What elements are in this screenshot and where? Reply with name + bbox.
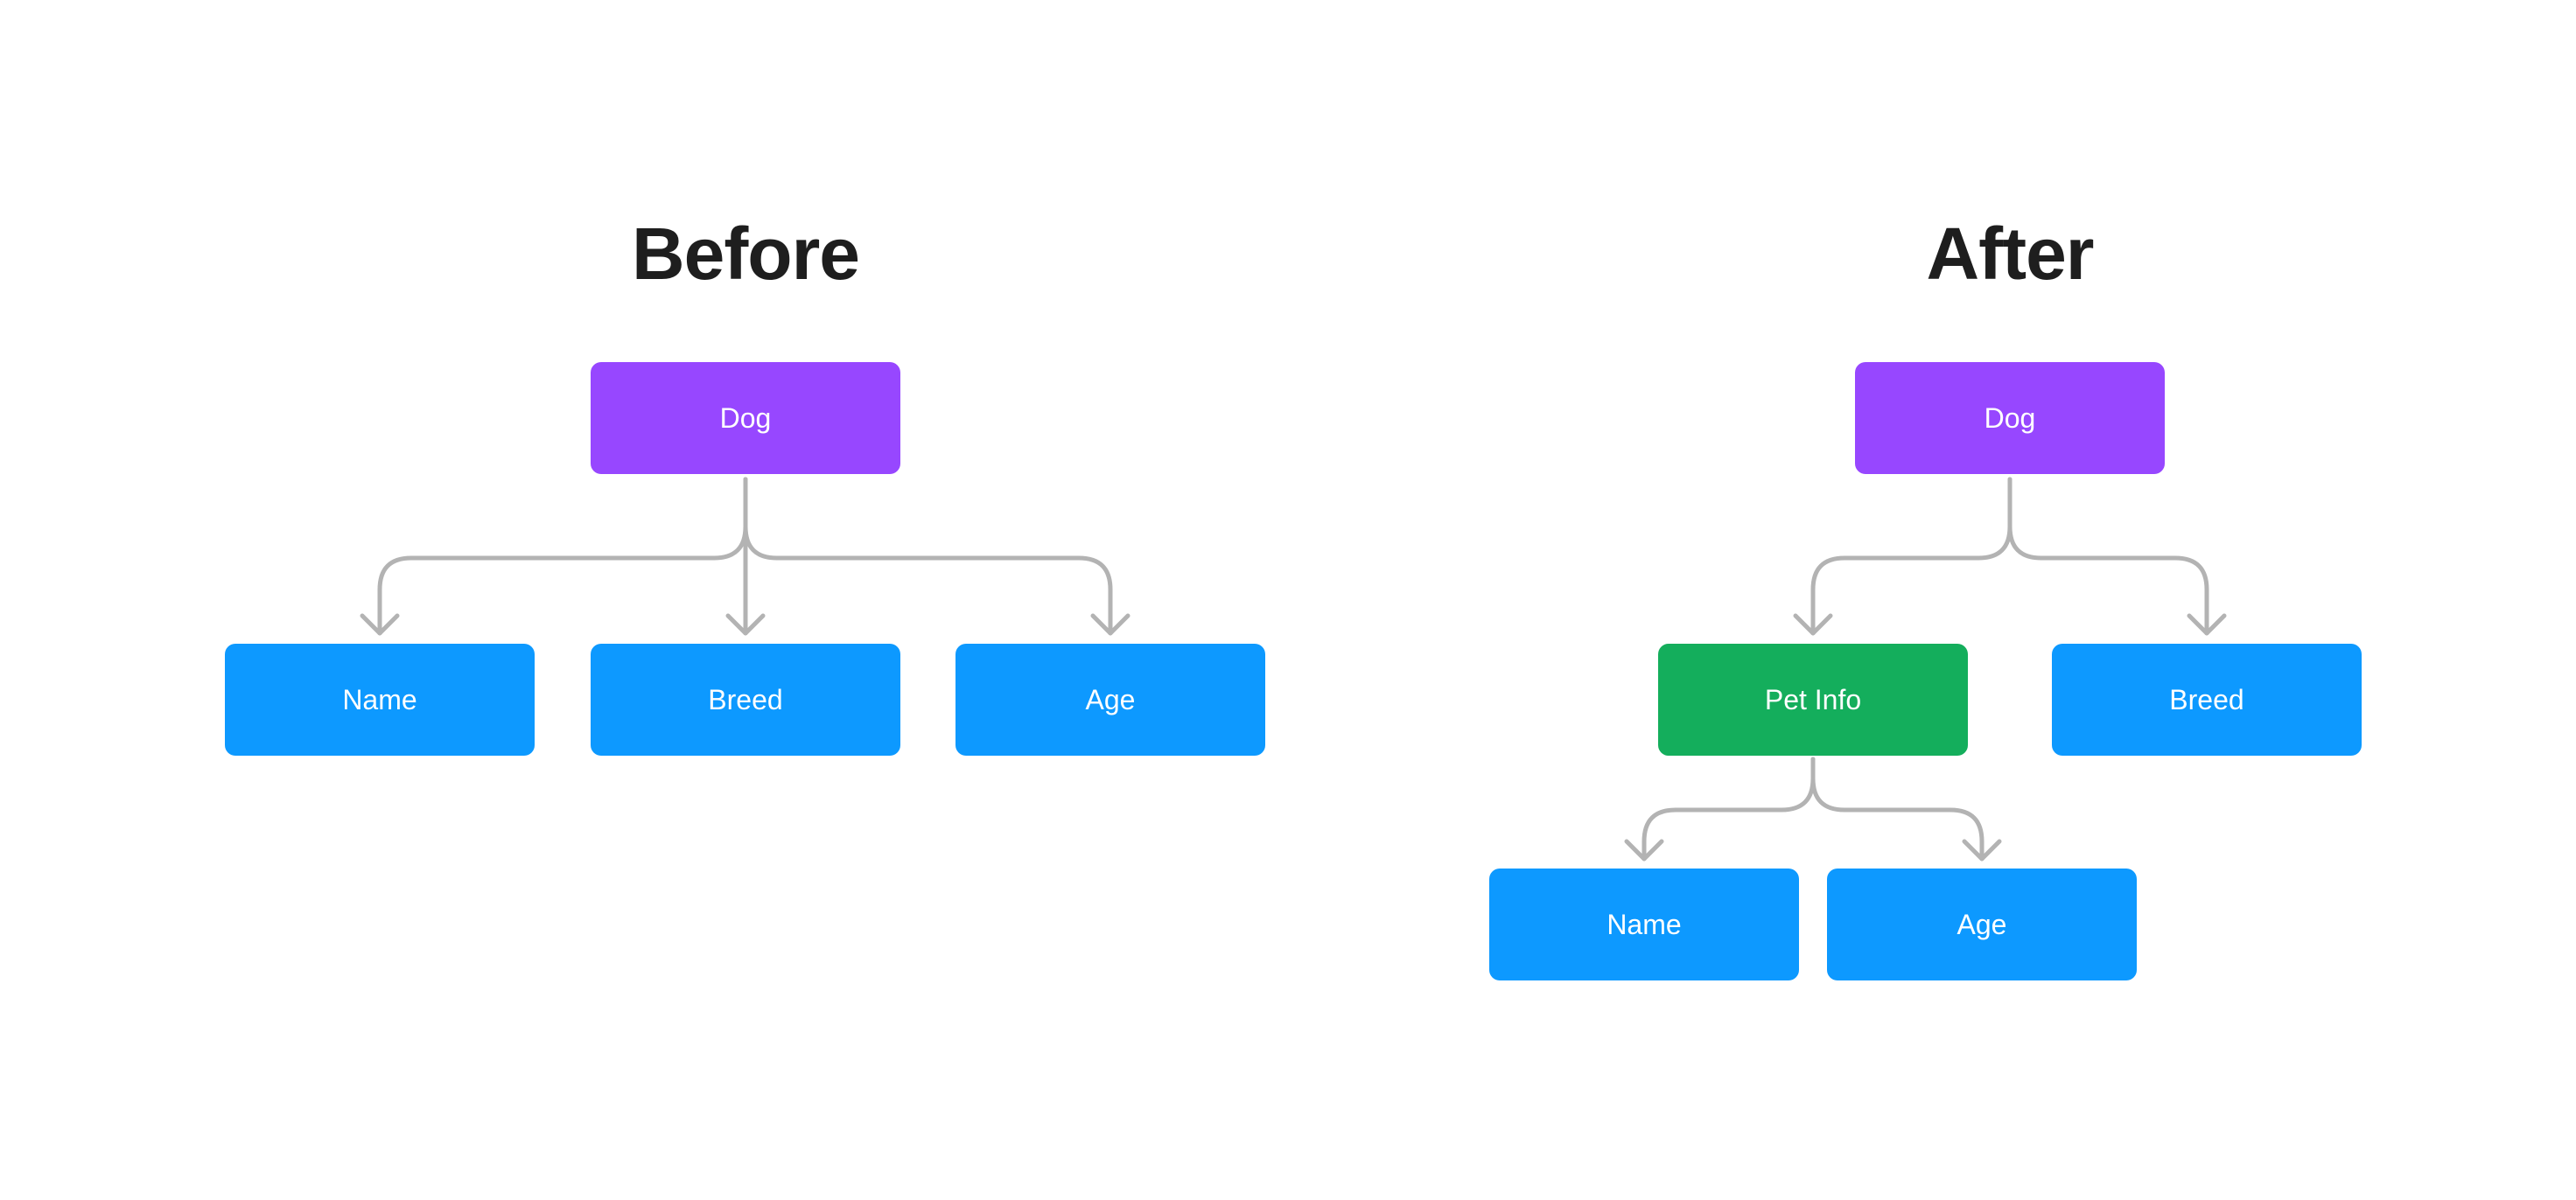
node-label: Age <box>1956 908 2007 940</box>
node-label: Breed <box>2169 683 2244 715</box>
arrowhead-after-petinfo <box>1793 613 1833 636</box>
connector-before-dog-age <box>743 477 1113 636</box>
after-node-dog[interactable]: Dog <box>1855 362 2165 474</box>
after-node-breed[interactable]: Breed <box>2052 644 2362 756</box>
node-label: Name <box>1606 908 1682 940</box>
connector-after-dog-breed <box>2007 477 2209 636</box>
before-node-breed[interactable]: Breed <box>591 644 900 756</box>
node-label: Dog <box>1984 401 2036 434</box>
connector-after-petinfo-age <box>1810 757 1984 862</box>
after-heading: After <box>1926 213 2094 295</box>
node-label: Dog <box>719 401 772 434</box>
node-label: Breed <box>708 683 783 715</box>
before-node-name[interactable]: Name <box>225 644 535 756</box>
connector-before-dog-name <box>377 477 748 636</box>
after-node-age[interactable]: Age <box>1827 869 2137 980</box>
node-label: Age <box>1085 683 1136 715</box>
arrowhead-after-breed <box>2187 613 2227 636</box>
arrowhead-after-age <box>1962 839 2002 862</box>
connector-after-dog-petinfo <box>1810 477 2012 636</box>
node-label: Name <box>342 683 417 715</box>
arrowhead-before-breed <box>725 613 766 636</box>
after-node-name[interactable]: Name <box>1489 869 1799 980</box>
arrowhead-after-name <box>1624 839 1664 862</box>
connector-after-petinfo-name <box>1642 757 1816 862</box>
before-node-dog[interactable]: Dog <box>591 362 900 474</box>
node-label: Pet Info <box>1764 683 1862 715</box>
after-node-pet-info[interactable]: Pet Info <box>1658 644 1968 756</box>
arrowhead-before-age <box>1090 613 1130 636</box>
before-heading: Before <box>631 213 860 295</box>
arrowhead-before-name <box>360 613 400 636</box>
before-node-age[interactable]: Age <box>956 644 1265 756</box>
